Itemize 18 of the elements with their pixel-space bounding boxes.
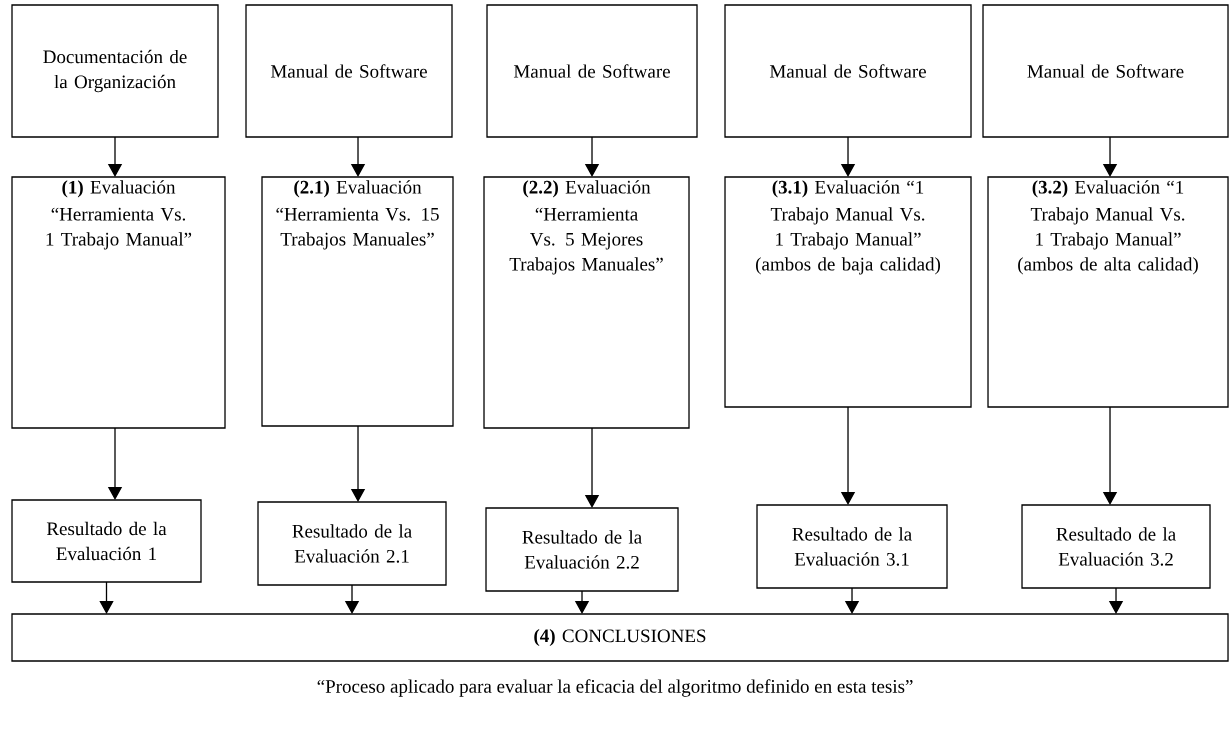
source-box: Manual de Software xyxy=(486,4,698,138)
result-box: Resultado de la Evaluación 3.2 xyxy=(1021,504,1211,589)
source-box: Manual de Software xyxy=(724,4,972,138)
process-box: (3.2) Evaluación “1 Trabajo Manual Vs. 1 Trabajo Manual” (ambos de alta calidad) xyxy=(987,176,1229,408)
process-box: (2.2) Evaluación “Herramienta Vs. 5 Mejores Trabajos Manuales” xyxy=(483,176,690,429)
process-box: (3.1) Evaluación “1 Trabajo Manual Vs. 1 Trabajo Manual” (ambos de baja calidad) xyxy=(724,176,972,408)
result-box: Resultado de la Evaluación 1 xyxy=(11,499,202,583)
source-box: Documentación de la Organización xyxy=(11,4,219,138)
process-box: (1) Evaluación “Herramienta Vs. 1 Trabajo Manual” xyxy=(11,176,226,429)
source-box: Manual de Software xyxy=(245,4,453,138)
conclusion-box: (4) CONCLUSIONES xyxy=(11,613,1229,662)
process-box: (2.1) Evaluación “Herramienta Vs. 15 Trabajos Manuales” xyxy=(261,176,454,427)
result-box: Resultado de la Evaluación 3.1 xyxy=(756,504,948,589)
arrow xyxy=(99,581,114,614)
caption: “Proceso aplicado para evaluar la eficacia del algoritmo definido en esta tesis” xyxy=(317,679,913,697)
result-box: Resultado de la Evaluación 2.2 xyxy=(485,507,679,592)
result-box: Resultado de la Evaluación 2.1 xyxy=(257,501,447,586)
source-box: Manual de Software xyxy=(982,4,1229,138)
